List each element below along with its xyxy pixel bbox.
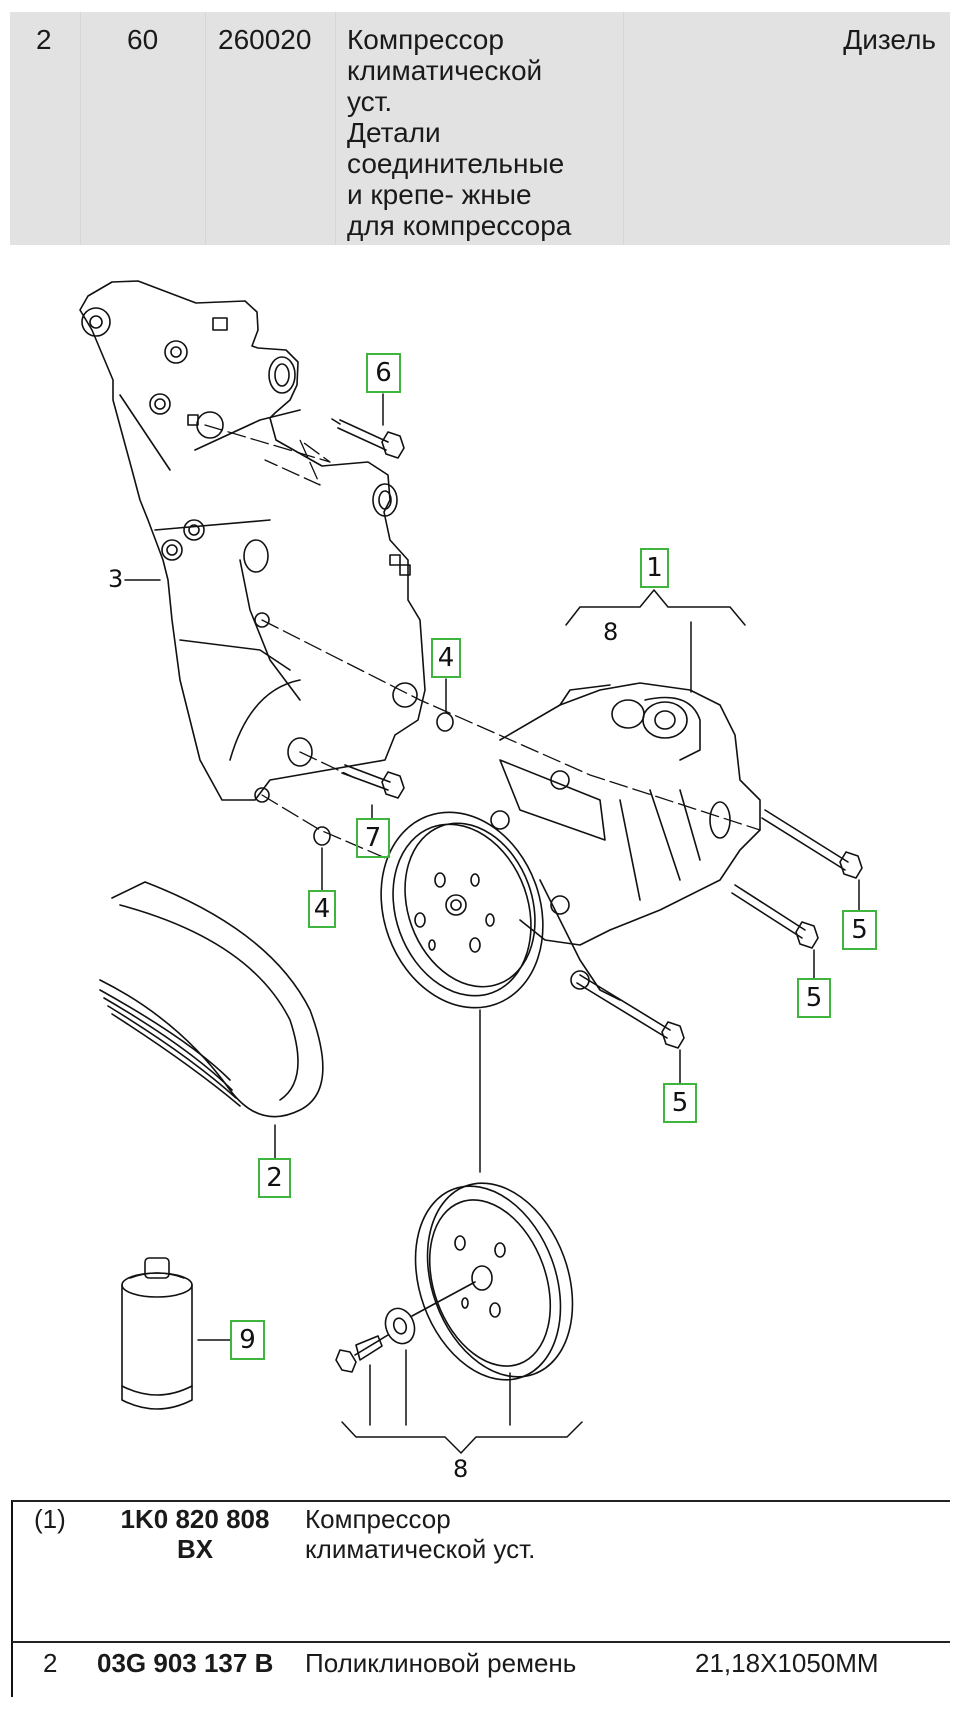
leader-lines xyxy=(124,393,860,1454)
column-divider xyxy=(80,12,81,245)
callout-4-upper[interactable]: 4 xyxy=(431,638,461,678)
oil-bottle-drawing xyxy=(121,1257,193,1410)
callout-6[interactable]: 6 xyxy=(366,353,401,393)
bracket-drawing xyxy=(79,280,426,803)
part-name: Компрессор климатической уст. xyxy=(305,1504,536,1564)
spacer-lower-drawing xyxy=(313,826,331,846)
header-description: Компрессор климатической уст. Детали сое… xyxy=(347,24,572,241)
callout-7[interactable]: 7 xyxy=(356,818,390,858)
header-row: 2 60 260020 Компрессор климатической уст… xyxy=(10,12,950,245)
callout-5-right[interactable]: 5 xyxy=(842,910,877,950)
part-number[interactable]: 1K0 820 808 BX xyxy=(120,1504,270,1564)
parts-table: (1) 1K0 820 808 BX Компрессор климатичес… xyxy=(0,1490,960,1709)
table-row-divider xyxy=(12,1641,950,1643)
long-bolts-drawing xyxy=(576,809,863,1049)
lower-pulley-drawing xyxy=(414,1182,574,1381)
label-8-bottom: 8 xyxy=(453,1455,469,1483)
callout-2[interactable]: 2 xyxy=(258,1158,291,1198)
header-group: 60 xyxy=(127,24,159,55)
table-row-divider xyxy=(12,1500,950,1502)
callout-4-lower[interactable]: 4 xyxy=(308,890,336,928)
header-code: 260020 xyxy=(218,24,312,55)
part-number[interactable]: 03G 903 137 B xyxy=(97,1648,274,1678)
assembly-lines xyxy=(204,424,761,861)
column-divider xyxy=(205,12,206,245)
belt-drawing xyxy=(99,881,324,1118)
diagram-illustration xyxy=(79,280,863,1454)
table-left-border xyxy=(11,1500,13,1697)
part-spec: 21,18X1050MM xyxy=(695,1648,879,1678)
label-8-top: 8 xyxy=(603,618,619,646)
compressor-drawing xyxy=(490,682,761,1001)
washer-bolt-drawing xyxy=(335,1281,476,1373)
header-engine: Дизель xyxy=(843,24,936,55)
bolt-6-drawing xyxy=(331,418,405,459)
part-position: 2 xyxy=(43,1648,58,1678)
exploded-parts-diagram: 6 1 4 7 4 5 5 5 2 9 3 8 8 xyxy=(0,250,960,1490)
callout-5-middle[interactable]: 5 xyxy=(797,978,831,1018)
part-position: (1) xyxy=(34,1504,66,1534)
bolt-7-drawing xyxy=(341,764,405,799)
column-divider xyxy=(335,12,336,245)
callout-9[interactable]: 9 xyxy=(230,1320,265,1360)
callout-1[interactable]: 1 xyxy=(640,548,669,588)
label-3: 3 xyxy=(108,565,124,593)
callout-5-lower[interactable]: 5 xyxy=(663,1083,697,1123)
front-pulley-drawing xyxy=(380,811,544,1009)
column-divider xyxy=(623,12,624,245)
part-name: Поликлиновой ремень xyxy=(305,1648,577,1678)
header-index: 2 xyxy=(36,24,52,55)
spacer-upper-drawing xyxy=(436,712,454,732)
